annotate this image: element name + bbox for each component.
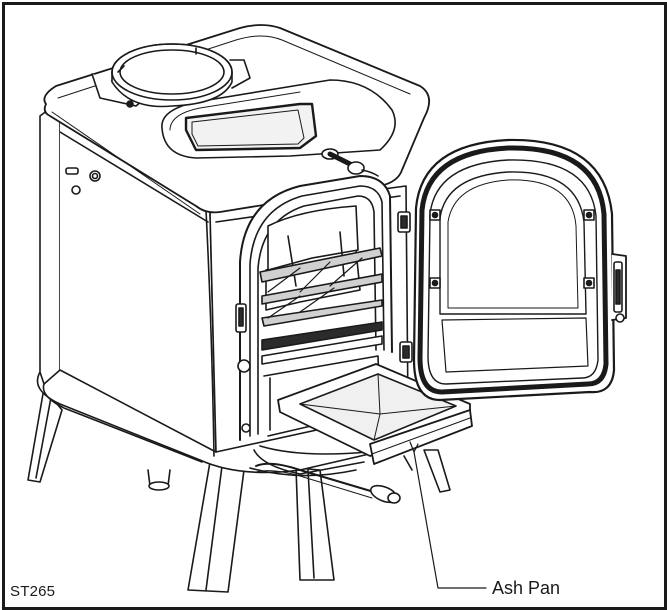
- ash-pan-callout-label: Ash Pan: [492, 578, 561, 598]
- door-hinges: [397, 211, 413, 363]
- figure-id-label: ST265: [10, 583, 56, 600]
- flue-collar: [91, 43, 251, 108]
- door-catch-left: [235, 303, 251, 433]
- ash-pan-tool: [255, 462, 401, 504]
- ash-pan-callout-leader: [409, 441, 487, 589]
- air-control-lever: [321, 148, 379, 177]
- fire-grate: [259, 247, 383, 365]
- stove-legs: [27, 387, 451, 593]
- stove-door: [412, 138, 627, 402]
